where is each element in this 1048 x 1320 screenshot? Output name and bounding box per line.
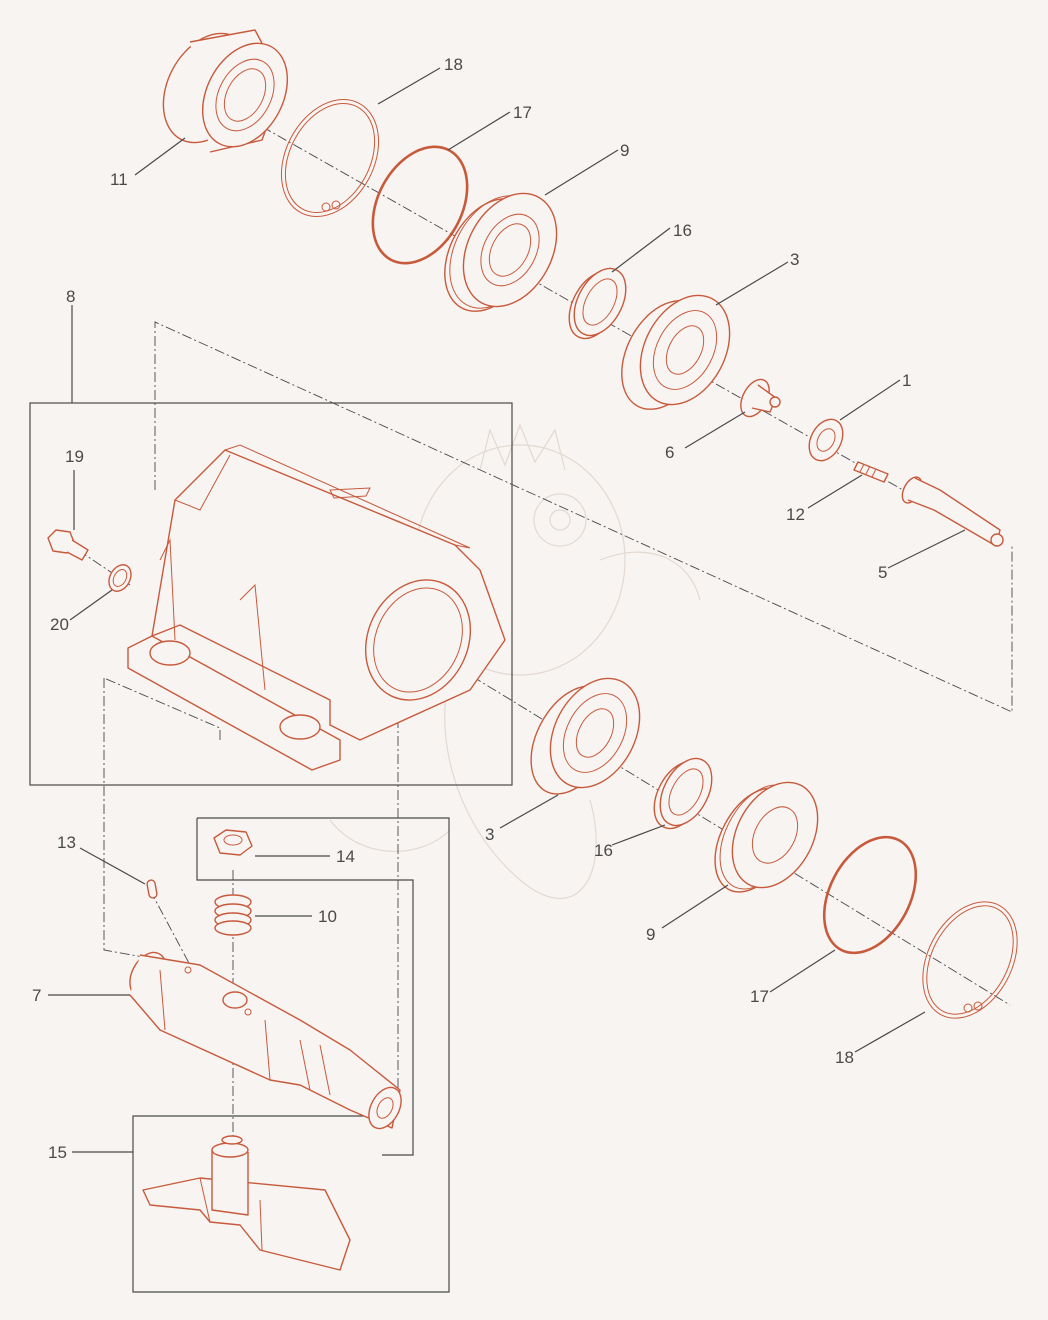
leader-lines (48, 67, 966, 1153)
watermark-illustration (329, 423, 701, 900)
part-1-washer (808, 418, 844, 462)
label-part-15: 15 (48, 1143, 67, 1162)
part-13-dowel (146, 879, 158, 899)
part-17-o-ring-bottom (822, 835, 918, 955)
part-16-seal-bottom (653, 757, 713, 830)
part-9-seal-carrier-top (444, 192, 558, 312)
label-part-17: 17 (513, 103, 532, 122)
part-7-spindle (129, 951, 402, 1130)
housing-assembly-box (29, 402, 513, 786)
part-3-bearing-bottom (530, 677, 641, 795)
part-16-seal-top (568, 267, 627, 340)
label-part-13: 13 (57, 833, 76, 852)
part-6-nozzle (740, 378, 781, 418)
label-part-5: 5 (878, 563, 887, 582)
part-11-bearing (162, 29, 289, 153)
part-18-retaining-ring-top (280, 98, 380, 218)
label-part-16-lower: 16 (594, 841, 613, 860)
part-10-spring (214, 894, 252, 936)
part-8-housing (127, 444, 506, 771)
part-labels: 11 18 17 9 16 3 1 6 12 5 8 19 20 3 16 9 … (32, 55, 911, 1162)
part-14-nut (213, 829, 253, 856)
part-3-bearing-top (621, 294, 731, 410)
label-part-1: 1 (902, 371, 911, 390)
label-part-18: 18 (444, 55, 463, 74)
part-19-plug (47, 529, 89, 561)
label-part-9: 9 (620, 141, 629, 160)
label-part-17-lower: 17 (750, 987, 769, 1006)
part-9-seal-carrier-bottom (714, 781, 819, 893)
label-part-9-lower: 9 (646, 925, 655, 944)
label-part-6: 6 (665, 443, 674, 462)
part-20-washer (108, 564, 132, 592)
label-part-3: 3 (790, 250, 799, 269)
part-18-retaining-ring-bottom (922, 901, 1018, 1019)
label-part-16: 16 (673, 221, 692, 240)
part-5-shaft (901, 476, 1004, 547)
label-part-14: 14 (336, 847, 355, 866)
label-part-19: 19 (65, 447, 84, 466)
label-part-10: 10 (318, 907, 337, 926)
label-part-11: 11 (110, 170, 128, 189)
label-part-18-lower: 18 (835, 1048, 854, 1067)
part-17-o-ring-top (371, 145, 469, 265)
label-part-12: 12 (786, 505, 805, 524)
label-part-7: 7 (32, 986, 41, 1005)
shaft-assembly-box (132, 817, 450, 1293)
label-part-20: 20 (50, 615, 69, 634)
part-12-pin (853, 461, 889, 483)
label-part-3-lower: 3 (485, 825, 494, 844)
part-15-shoe (142, 1135, 351, 1271)
label-part-8: 8 (66, 287, 75, 306)
